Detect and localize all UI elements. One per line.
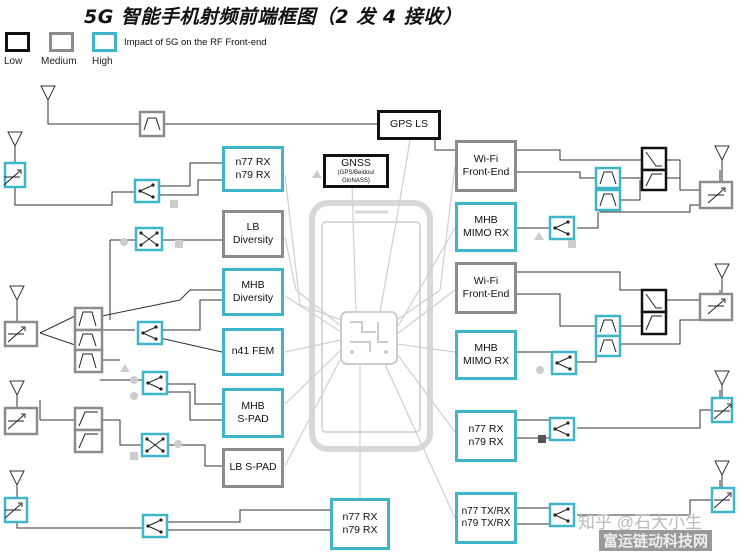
legend-label-high: High <box>92 56 113 67</box>
diplexer-icon-right-2 <box>594 288 668 358</box>
chip-interconnect <box>284 139 456 519</box>
mhb-mimo-rx-1-block: MHB MIMO RX <box>455 202 517 252</box>
signal-lines <box>14 100 721 531</box>
filter-icon-gps <box>138 110 166 138</box>
antenna-tuner-icon-right-4 <box>710 486 736 514</box>
switch-icon-mhb-mimo-1 <box>548 215 576 241</box>
antenna-tuner-icon-right-2 <box>698 292 734 322</box>
lb-spad-block: LB S-PAD <box>222 448 284 488</box>
lb-diversity-block: LB Diversity <box>222 210 284 258</box>
antenna-icon-gps <box>40 85 56 123</box>
gnss-block: GNSS (GPS/Beidou/ GloNASS) <box>323 154 389 188</box>
filter-stack-icon-left-a <box>73 306 104 374</box>
antenna-tuner-icon-left-3 <box>3 406 39 436</box>
n77-n79-rx-right-block: n77 RX n79 RX <box>455 410 517 462</box>
termination-marker-dark <box>538 435 546 443</box>
switch-icon-n77-top <box>133 178 161 204</box>
antenna-tuner-icon-left-1 <box>3 161 27 189</box>
chip-icon <box>340 311 398 365</box>
switch-icon-lb-spad <box>140 432 170 458</box>
termination-markers <box>120 170 576 460</box>
switch-icon-n77-bottom <box>141 513 169 539</box>
wifi-front-end-1-block: Wi-Fi Front-End <box>455 140 517 192</box>
switch-icon-mhb-diversity <box>136 320 164 346</box>
n77-n79-txrx-block: n77 TX/RX n79 TX/RX <box>455 492 517 544</box>
diagram-title: 5G 智能手机射频前端框图（2 发 4 接收） <box>84 6 463 28</box>
mhb-mimo-rx-2-block: MHB MIMO RX <box>455 330 517 380</box>
diplexer-icon-right-1 <box>594 146 668 212</box>
n77-n79-rx-bottom-block: n77 RX n79 RX <box>330 498 390 550</box>
switch-icon-n77-right <box>548 416 576 442</box>
n77-n79-rx-top-block: n77 RX n79 RX <box>222 146 284 192</box>
legend-swatch-low <box>5 32 30 52</box>
gnss-sub-label: (GPS/Beidou/ GloNASS) <box>337 170 375 184</box>
n41-fem-block: n41 FEM <box>222 328 284 376</box>
legend-label-low: Low <box>4 56 23 67</box>
antenna-tuner-icon-right-1 <box>698 180 734 210</box>
antenna-icon-right-1 <box>714 145 730 183</box>
legend-description: Impact of 5G on the RF Front-end <box>124 37 267 48</box>
legend-swatch-high <box>92 32 117 52</box>
legend-label-medium: Medium <box>41 56 77 67</box>
gnss-label: GNSS <box>341 157 371 170</box>
switch-icon-mhb-mimo-2 <box>550 350 578 376</box>
antenna-tuner-icon-left-4 <box>3 496 29 524</box>
mhb-spad-block: MHB S-PAD <box>222 388 284 438</box>
legend-swatch-medium <box>49 32 74 52</box>
mhb-diversity-block: MHB Diversity <box>222 268 284 316</box>
antenna-icon-left-2 <box>9 285 25 323</box>
antenna-tuner-icon-left-2 <box>3 320 39 348</box>
wifi-front-end-2-block: Wi-Fi Front-End <box>455 262 517 314</box>
antenna-tuner-icon-right-3 <box>710 396 734 424</box>
gps-ls-block: GPS LS <box>377 110 441 140</box>
watermark: 知乎 @石大小生 <box>578 513 702 532</box>
switch-icon-lb-diversity <box>134 226 164 252</box>
phone-outline <box>309 200 433 452</box>
watermark-site: 富运链动科技网 <box>599 530 713 551</box>
filter-stack-icon-left-b <box>73 406 104 454</box>
switch-icon-mhb-spad <box>141 370 169 396</box>
switch-icon-n77-txrx <box>548 502 576 528</box>
